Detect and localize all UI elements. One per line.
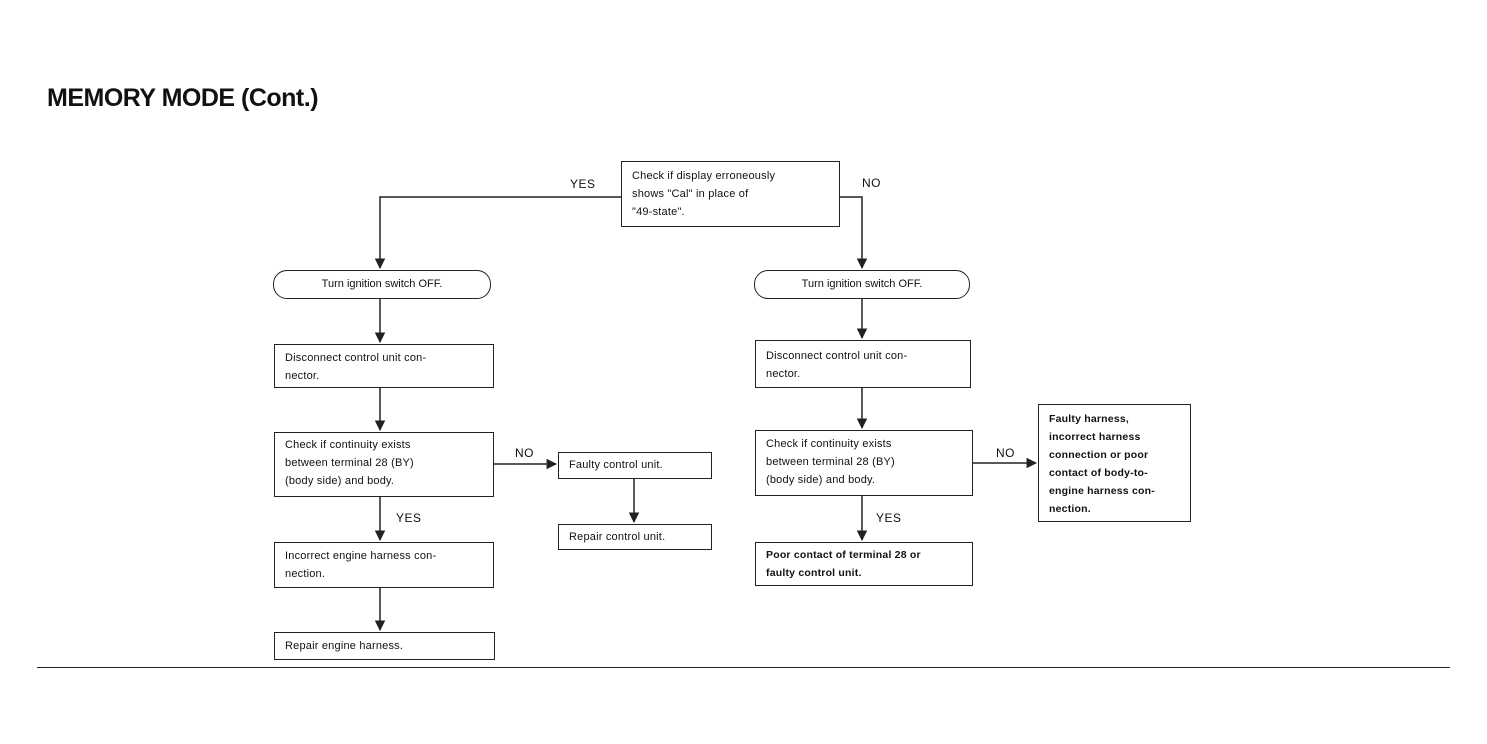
left-disconnect-line: Disconnect control unit con- [285, 352, 427, 364]
incorrect-line: nection. [285, 568, 326, 580]
start-line: shows "Cal" in place of [632, 188, 749, 200]
start-line: Check if display erroneously [632, 170, 776, 182]
poor-contact-line: faulty control unit. [766, 567, 862, 579]
right-disconnect-box: Disconnect control unit con- nector. [755, 340, 971, 388]
no-label-right: NO [996, 446, 1015, 460]
incorrect-line: Incorrect engine harness con- [285, 550, 437, 562]
faulty-control-unit-box: Faulty control unit. [558, 452, 712, 479]
faulty-harness-line: incorrect harness [1049, 431, 1141, 443]
faulty-harness-line: connection or poor [1049, 449, 1149, 461]
right-disconnect-line: nector. [766, 368, 801, 380]
yes-connector-left [374, 196, 621, 270]
poor-contact-line: Poor contact of terminal 28 or [766, 549, 921, 561]
repair-engine-harness-box: Repair engine harness. [274, 632, 495, 660]
left-ignition-off: Turn ignition switch OFF. [273, 270, 491, 299]
faulty-harness-line: Faulty harness, [1049, 413, 1130, 425]
left-disconnect-line: nector. [285, 370, 320, 382]
right-check-line: (body side) and body. [766, 474, 876, 486]
right-continuity-check-box: Check if continuity exists between termi… [755, 430, 973, 496]
page-title: MEMORY MODE (Cont.) [47, 84, 319, 112]
right-ignition-off: Turn ignition switch OFF. [754, 270, 970, 299]
faulty-harness-box: Faulty harness, incorrect harness connec… [1038, 404, 1191, 522]
left-check-line: (body side) and body. [285, 475, 395, 487]
no-connector-right [840, 196, 868, 270]
right-check-line: between terminal 28 (BY) [766, 456, 895, 468]
start-line: "49-state". [632, 206, 685, 218]
faulty-harness-line: nection. [1049, 503, 1091, 515]
repair-control-unit-box: Repair control unit. [558, 524, 712, 550]
left-disconnect-box: Disconnect control unit con- nector. [274, 344, 494, 388]
left-check-line: between terminal 28 (BY) [285, 457, 414, 469]
yes-label-left: YES [396, 511, 422, 525]
no-label-top: NO [862, 176, 881, 190]
left-check-line: Check if continuity exists [285, 439, 411, 451]
yes-label-right: YES [876, 511, 902, 525]
start-check-box: Check if display erroneously shows "Cal"… [621, 161, 840, 227]
no-label-left: NO [515, 446, 534, 460]
faulty-harness-line: engine harness con- [1049, 485, 1155, 497]
incorrect-harness-box: Incorrect engine harness con- nection. [274, 542, 494, 588]
bottom-divider [37, 667, 1450, 668]
faulty-harness-line: contact of body-to- [1049, 467, 1148, 479]
yes-label-top: YES [570, 177, 596, 191]
right-disconnect-line: Disconnect control unit con- [766, 350, 908, 362]
right-check-line: Check if continuity exists [766, 438, 892, 450]
left-continuity-check-box: Check if continuity exists between termi… [274, 432, 494, 497]
poor-contact-box: Poor contact of terminal 28 or faulty co… [755, 542, 973, 586]
